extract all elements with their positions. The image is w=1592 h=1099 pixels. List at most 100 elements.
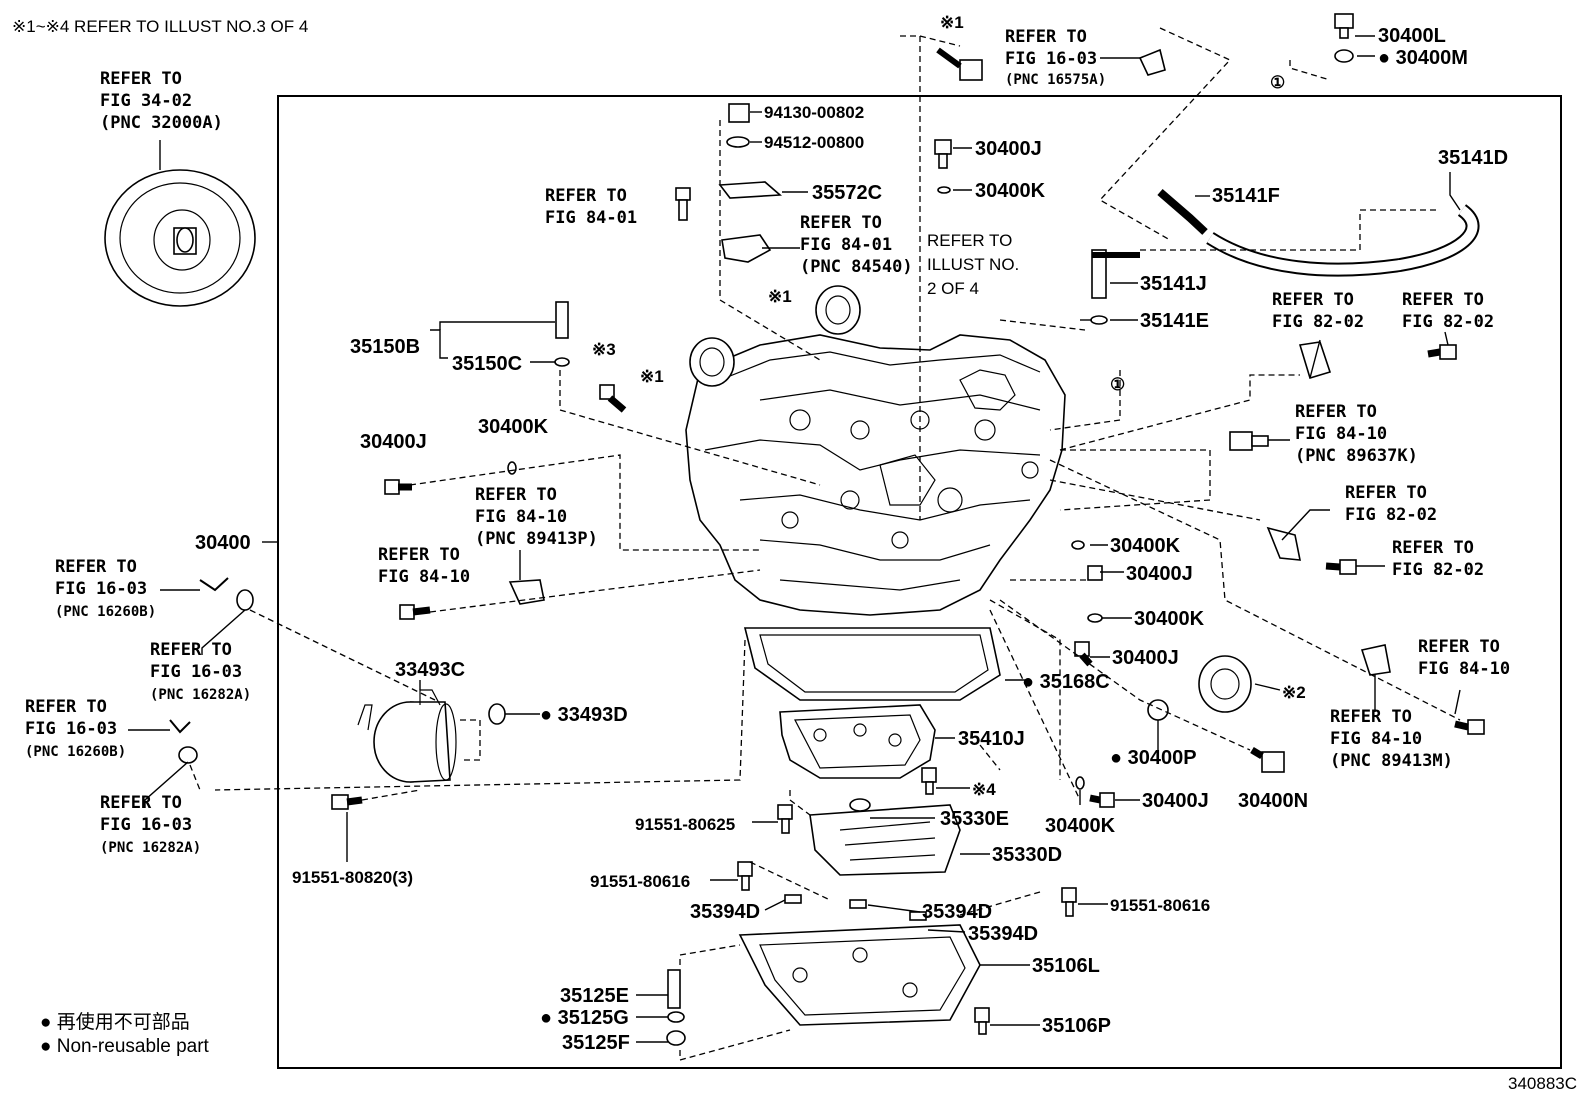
magnet-1[interactable] — [784, 894, 802, 904]
clamp-16282a-a[interactable] — [236, 589, 254, 611]
bolt-mark3[interactable] — [599, 384, 627, 413]
circle-1-top: ① — [1270, 73, 1285, 92]
o-ring-35150c[interactable] — [554, 357, 570, 367]
ref-fig-16-03-b[interactable]: REFER TO FIG 16-03 (PNC 16282A) — [150, 640, 251, 703]
ref-fig-84-10-e[interactable]: REFER TO FIG 84-10 (PNC 89413M) — [1330, 707, 1453, 771]
valve-body[interactable] — [779, 704, 936, 779]
washer-30400k-left[interactable] — [507, 461, 517, 475]
clamp-16260b-a[interactable] — [199, 577, 229, 592]
union-35141f[interactable] — [1157, 188, 1208, 235]
gasket-35125g[interactable] — [667, 1011, 685, 1023]
bolt-84-10-right[interactable] — [1454, 719, 1485, 735]
ref-fig-16-03-c[interactable]: REFER TO FIG 16-03 (PNC 16260B) — [25, 697, 126, 760]
mark-4: ※4 — [972, 780, 996, 799]
svg-text:FIG 84-10: FIG 84-10 — [1295, 424, 1387, 444]
ref-fig-16-03-a[interactable]: REFER TO FIG 16-03 (PNC 16260B) — [55, 557, 156, 620]
bolt-sensor-top[interactable] — [936, 47, 983, 81]
label-30400J-r1: 30400J — [1126, 563, 1193, 585]
bolt-91551-80820[interactable] — [331, 794, 363, 810]
label-91551-80820: 91551-80820(3) — [292, 868, 413, 887]
bolt-30400J-r1[interactable] — [1087, 565, 1103, 581]
svg-text:FIG 34-02: FIG 34-02 — [100, 91, 192, 111]
bolt-82-02-mid[interactable] — [1325, 559, 1357, 575]
bolt-35106p[interactable] — [974, 1007, 990, 1035]
oil-seal-c[interactable] — [1198, 655, 1252, 713]
plug-30400n[interactable] — [1250, 746, 1285, 773]
bolt-91551-80616-b[interactable] — [1061, 887, 1077, 917]
oil-seal-a[interactable] — [815, 285, 861, 335]
clamp-16282a-b[interactable] — [178, 746, 198, 764]
sensor-89413m[interactable] — [1360, 644, 1391, 676]
washer-30400k-r2[interactable] — [1087, 613, 1103, 623]
ref-fig-82-02-b[interactable]: REFER TO FIG 82-02 — [1402, 290, 1494, 332]
clip-16575a[interactable] — [1138, 48, 1166, 76]
clamp-16260b-b[interactable] — [169, 719, 191, 734]
ref-illust-2-of-4[interactable]: REFER TO ILLUST NO. 2 OF 4 — [927, 231, 1019, 298]
plug-35125f[interactable] — [666, 1030, 686, 1046]
label-30400K-top: 30400K — [975, 180, 1046, 202]
svg-text:FIG 84-10: FIG 84-10 — [1418, 659, 1510, 679]
o-ring-35141e[interactable] — [1090, 315, 1108, 325]
svg-text:(PNC 16260B): (PNC 16260B) — [25, 744, 126, 760]
svg-text:REFER TO: REFER TO — [545, 186, 627, 206]
svg-text:FIG 84-01: FIG 84-01 — [800, 235, 892, 255]
bracket-35572c[interactable] — [718, 181, 783, 199]
breather-35150b[interactable] — [555, 301, 569, 339]
label-94512: 94512-00800 — [764, 133, 864, 152]
ref-fig-16-03-top[interactable]: REFER TO FIG 16-03 (PNC 16575A) — [1005, 27, 1106, 88]
oil-pan[interactable] — [738, 924, 981, 1026]
nut-94130[interactable] — [728, 103, 750, 123]
torque-converter[interactable] — [104, 169, 256, 307]
ref-fig-84-10-b[interactable]: REFER TO FIG 84-10 (PNC 89413P) — [475, 485, 598, 549]
oil-cooler[interactable] — [357, 689, 457, 783]
ref-fig-84-10-c[interactable]: REFER TO FIG 84-10 — [378, 545, 470, 587]
bolt-30400J-top[interactable] — [934, 139, 952, 169]
oil-pan-gasket[interactable] — [743, 627, 1001, 701]
svg-text:REFER TO: REFER TO — [1272, 290, 1354, 310]
bolt-84-01[interactable] — [675, 187, 691, 221]
ref-fig-84-01-b[interactable]: REFER TO FIG 84-01 (PNC 84540) — [800, 213, 913, 277]
oil-strainer[interactable] — [809, 804, 961, 876]
oil-seal-b[interactable] — [689, 337, 735, 387]
circle-1-case: ① — [1110, 375, 1125, 394]
sensor-82-02-mid[interactable] — [1266, 526, 1301, 561]
bolt-82-02-top[interactable] — [1427, 344, 1457, 360]
washer-30400k-top[interactable] — [937, 186, 951, 194]
bolt-91551-80616-a[interactable] — [737, 861, 753, 891]
washer-30400k-r3[interactable] — [1075, 776, 1085, 790]
svg-text:REFER TO: REFER TO — [100, 793, 182, 813]
plug-30400p[interactable] — [1147, 699, 1169, 721]
gasket-30400m[interactable] — [1334, 49, 1354, 63]
union-35141j[interactable] — [1091, 249, 1107, 299]
ref-fig-84-10-d[interactable]: REFER TO FIG 84-10 — [1418, 637, 1510, 679]
drain-plug-35125e[interactable] — [667, 969, 681, 1009]
bolt-mark4[interactable] — [921, 767, 937, 795]
label-33493C: 33493C — [395, 659, 465, 681]
sensor-89413p[interactable] — [508, 579, 545, 605]
washer-30400k-r1[interactable] — [1071, 540, 1085, 550]
transaxle-case[interactable] — [685, 334, 1066, 616]
ref-fig-82-02-c[interactable]: REFER TO FIG 82-02 — [1345, 483, 1437, 525]
strainer-o-ring[interactable] — [849, 798, 871, 812]
svg-text:REFER TO: REFER TO — [1418, 637, 1500, 657]
switch-84540[interactable] — [721, 234, 772, 263]
bolt-91551-80625[interactable] — [777, 804, 793, 834]
ref-fig-34-02[interactable]: REFER TO FIG 34-02 (PNC 32000A) — [100, 69, 223, 133]
bolt-84-10-left[interactable] — [399, 604, 431, 620]
magnet-2[interactable] — [849, 899, 867, 909]
sensor-89637k[interactable] — [1229, 431, 1269, 451]
bolt-30400J-left[interactable] — [384, 479, 412, 495]
ref-fig-82-02-a[interactable]: REFER TO FIG 82-02 — [1272, 290, 1364, 332]
ref-fig-82-02-d[interactable]: REFER TO FIG 82-02 — [1392, 538, 1484, 580]
bolt-30400J-r2[interactable] — [1074, 641, 1093, 667]
ref-fig-16-03-d[interactable]: REFER TO FIG 16-03 (PNC 16282A) — [100, 793, 201, 856]
svg-text:REFER TO: REFER TO — [25, 697, 107, 717]
svg-text:REFER TO: REFER TO — [55, 557, 137, 577]
bolt-30400J-r3[interactable] — [1089, 792, 1115, 808]
bolt-30400L[interactable] — [1334, 13, 1354, 39]
oil-cooler-o-ring[interactable] — [488, 703, 506, 725]
ref-fig-84-01-a[interactable]: REFER TO FIG 84-01 — [545, 186, 637, 228]
ref-fig-84-10-a[interactable]: REFER TO FIG 84-10 (PNC 89637K) — [1295, 402, 1418, 466]
washer-94512[interactable] — [726, 136, 750, 148]
